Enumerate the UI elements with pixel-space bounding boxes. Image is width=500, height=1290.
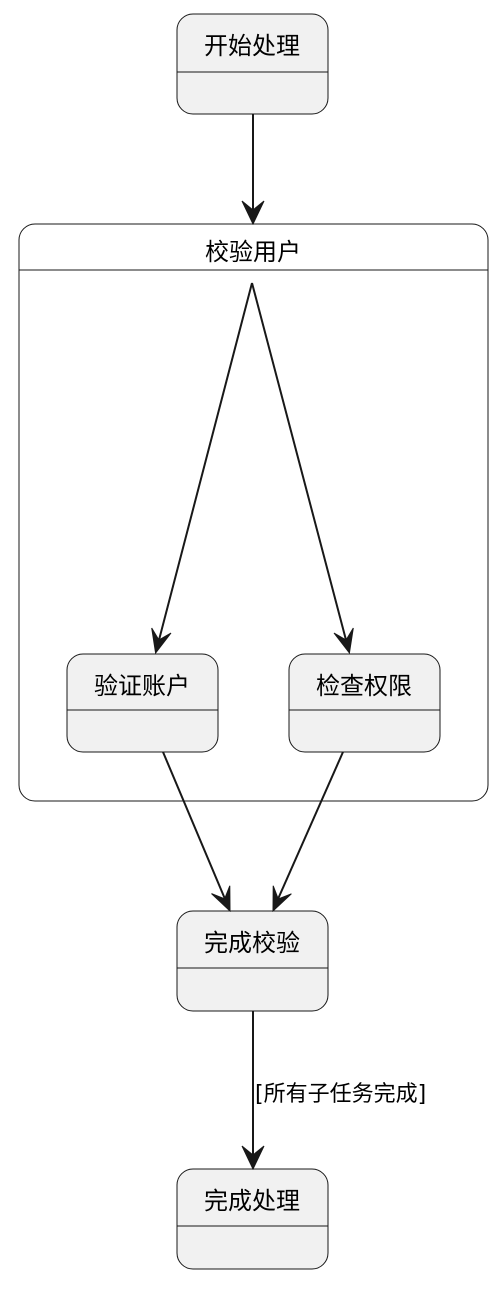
transition-line: [162, 751, 226, 900]
state-verify-account[interactable]: 验证账户: [66, 653, 219, 753]
state-title: 开始处理: [204, 32, 300, 60]
arrowhead-icon: [211, 885, 231, 913]
transition-fork-to-verify-account: [151, 282, 253, 655]
transition-line: [277, 751, 344, 900]
transition-verify-account-to-complete-check: [162, 751, 231, 913]
state-box: [66, 653, 219, 753]
transition-start-to-group: [241, 114, 265, 226]
arrowhead-icon: [241, 1145, 265, 1171]
transition-check-permission-to-complete-check: [272, 751, 344, 913]
state-check-permission[interactable]: 检查权限: [288, 653, 441, 753]
state-box: [176, 13, 329, 115]
state-box: [176, 1168, 329, 1270]
transition-line: [158, 282, 253, 641]
state-title: 完成处理: [204, 1187, 300, 1215]
state-box: [288, 653, 441, 753]
state-complete-processing[interactable]: 完成处理: [176, 1168, 329, 1270]
state-box: [176, 910, 329, 1012]
arrowhead-icon: [151, 627, 172, 655]
guard-label: [所有子任务完成]: [255, 1082, 426, 1107]
transition-fork-to-check-permission: [251, 282, 354, 655]
state-title: 完成校验: [204, 929, 300, 957]
state-title: 验证账户: [94, 672, 190, 700]
arrowhead-icon: [241, 200, 265, 226]
state-title: 检查权限: [316, 672, 412, 700]
transition-complete-check-to-complete-processing: [所有子任务完成]: [241, 1011, 426, 1171]
state-start-processing[interactable]: 开始处理: [176, 13, 329, 115]
transition-line: [251, 282, 347, 641]
state-complete-check[interactable]: 完成校验: [176, 910, 329, 1012]
composite-state-title: 校验用户: [205, 238, 301, 266]
arrowhead-icon: [272, 885, 292, 913]
arrowhead-icon: [333, 627, 354, 655]
